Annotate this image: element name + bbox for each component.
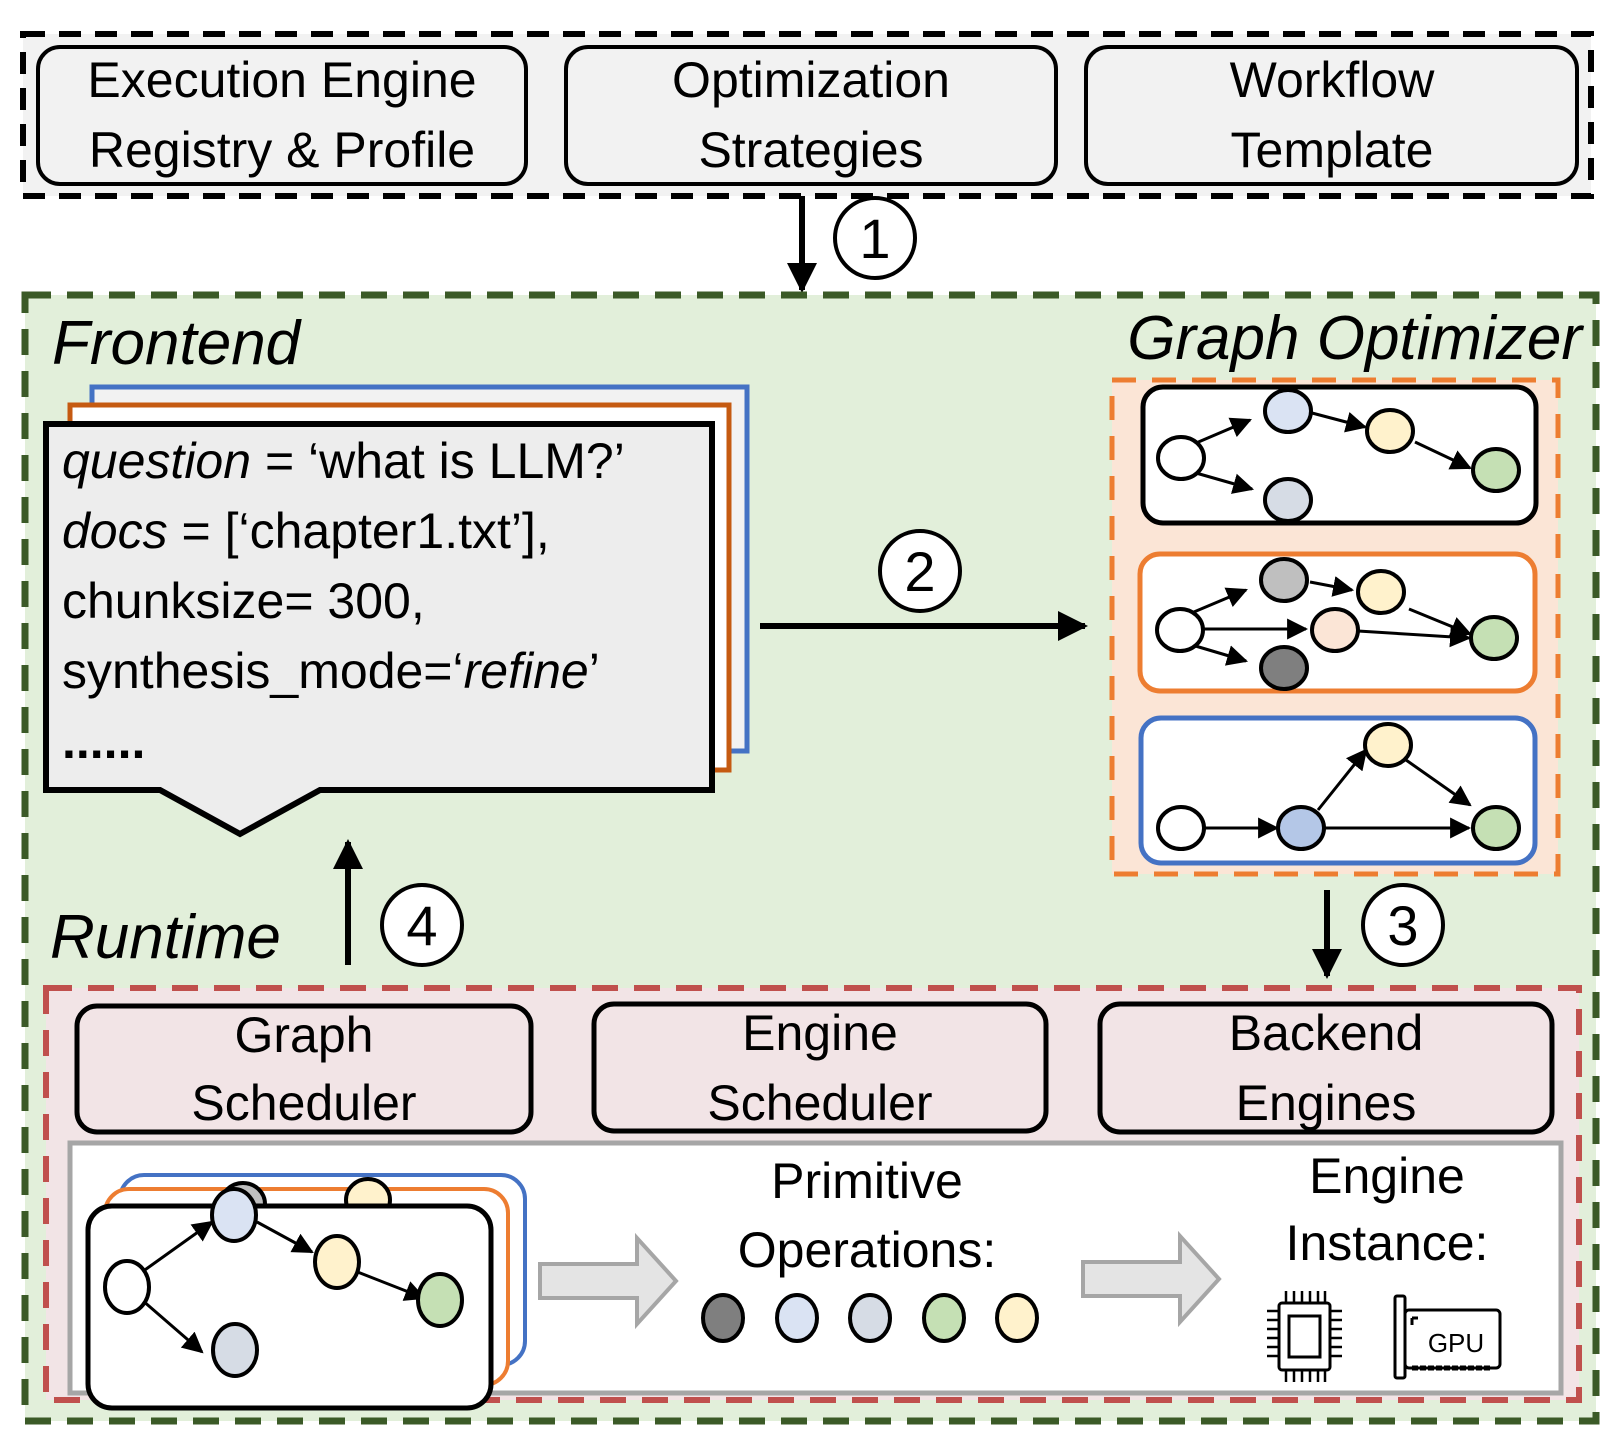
graph-optimizer-panel (1109, 377, 1561, 877)
engine-scheduler-box[interactable]: Engine Scheduler (591, 1001, 1049, 1134)
node (1310, 607, 1360, 653)
op-node-green (922, 1293, 966, 1343)
primitive-ops-legend (701, 1293, 1039, 1343)
node (1471, 805, 1521, 851)
node (1259, 557, 1309, 603)
step2-badge (878, 529, 962, 613)
code-line-synthesis: synthesis_mode=‘refine’ (62, 643, 600, 699)
frontend-requests-stack: question = ‘what is LLM?’ docs = [‘chapt… (43, 384, 750, 838)
workflow-template-line2: Template (1231, 122, 1434, 178)
node (210, 1187, 258, 1243)
node (1263, 477, 1313, 523)
registry-profile-box[interactable]: Execution Engine Registry & Profile (36, 45, 528, 186)
op-node-slate (848, 1293, 892, 1343)
code-line-docs: docs = [‘chapter1.txt’], (62, 503, 550, 559)
backend-engines-box[interactable]: Backend Engines (1097, 1001, 1555, 1135)
step1-number: 1 (859, 207, 890, 270)
gpu-card-icon: GPU (1393, 1294, 1502, 1380)
node (1469, 615, 1519, 661)
backend-engines-line1: Backend (1229, 1005, 1424, 1061)
backend-engines-line2: Engines (1236, 1075, 1417, 1131)
node (1259, 645, 1309, 691)
registry-profile-line1: Execution Engine (87, 52, 476, 108)
step3-badge (1361, 883, 1445, 967)
graph-scheduler-box[interactable]: Graph Scheduler (74, 1003, 534, 1135)
candidate-graph-3[interactable] (1138, 715, 1538, 866)
primitive-ops-line1: Primitive (771, 1153, 963, 1209)
node (1276, 805, 1326, 851)
op-node-yellow (995, 1293, 1039, 1343)
scheduled-graph-front[interactable] (85, 1203, 494, 1411)
code-line-question: question = ‘what is LLM?’ (62, 433, 625, 489)
graph-optimizer-title: Graph Optimizer (1127, 304, 1584, 373)
scheduled-graph-stack (85, 1173, 527, 1411)
node (1363, 722, 1413, 768)
flow-arrow-to-ops (538, 1232, 679, 1330)
code-line-chunksize: chunksize= 300, (62, 573, 425, 629)
optimization-strategies-line2: Strategies (698, 122, 923, 178)
graph-scheduler-line2: Scheduler (191, 1075, 416, 1131)
runtime-panel: Graph Scheduler Engine Scheduler Backend… (43, 985, 1582, 1411)
step4-number: 4 (406, 894, 437, 957)
step2-number: 2 (904, 540, 935, 603)
candidate-graph-2[interactable] (1137, 551, 1538, 694)
optimization-strategies-box[interactable]: Optimization Strategies (564, 45, 1058, 186)
node (1263, 388, 1313, 434)
node (416, 1272, 464, 1328)
candidate-graph-1[interactable] (1140, 384, 1539, 526)
op-node-lightblue (775, 1293, 819, 1343)
flow-arrow-to-engines (1081, 1230, 1222, 1328)
top-panel: Execution Engine Registry & Profile Opti… (20, 31, 1594, 199)
node (103, 1259, 151, 1315)
op-node-dark (701, 1293, 745, 1343)
engine-instance-line1: Engine (1309, 1148, 1465, 1204)
step3-number: 3 (1387, 894, 1418, 957)
cpu-chip-icon (1267, 1291, 1342, 1382)
step2-arrow: 2 (760, 529, 1088, 641)
engine-instance-line2: Instance: (1286, 1215, 1489, 1271)
runtime-title: Runtime (50, 903, 281, 972)
step1-badge (833, 196, 917, 280)
node (1156, 805, 1206, 851)
node (1155, 607, 1205, 653)
code-line-ellipsis: ...... (62, 713, 145, 769)
workflow-template-box[interactable]: Workflow Template (1084, 45, 1579, 186)
node (1356, 569, 1406, 615)
step4-badge (380, 883, 464, 967)
gpu-label: GPU (1428, 1328, 1484, 1358)
node (1156, 435, 1206, 481)
step3-arrow: 3 (1312, 883, 1445, 979)
step4-arrow: 4 (333, 839, 464, 967)
engine-scheduler-line2: Scheduler (707, 1075, 932, 1131)
workflow-template-line1: Workflow (1230, 52, 1436, 108)
node (313, 1234, 361, 1290)
registry-profile-line2: Registry & Profile (89, 122, 475, 178)
graph-scheduler-line1: Graph (235, 1007, 374, 1063)
engine-scheduler-line1: Engine (742, 1005, 898, 1061)
node (1471, 447, 1521, 493)
node (211, 1322, 259, 1378)
node (1365, 408, 1415, 454)
primitive-ops-line2: Operations: (738, 1222, 996, 1278)
frontend-title: Frontend (52, 309, 303, 378)
step1-arrow: 1 (787, 196, 917, 293)
optimization-strategies-line1: Optimization (672, 52, 950, 108)
request-card-main[interactable] (43, 421, 715, 838)
